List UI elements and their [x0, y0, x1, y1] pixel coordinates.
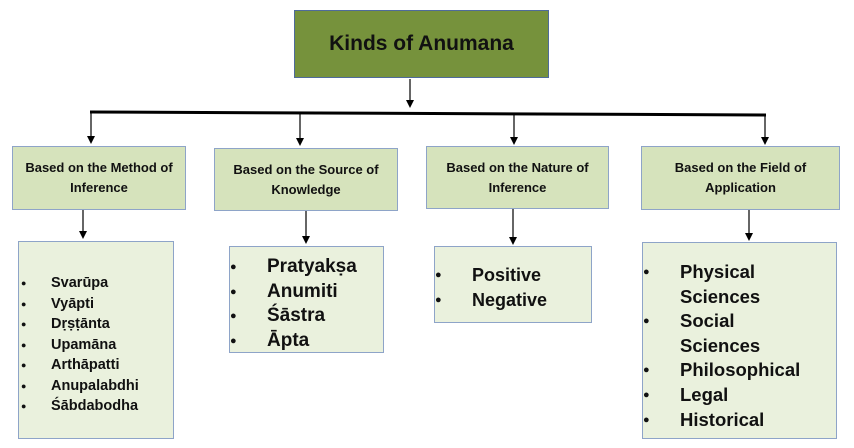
category-node-method: Based on the Method of Inference	[12, 146, 186, 210]
list-item: Positive	[435, 263, 547, 288]
list-item: Social Sciences	[643, 309, 800, 358]
list-item: Svarūpa	[21, 273, 139, 294]
category-label: Based on the Field of Application	[674, 160, 807, 195]
list-item-line: Social Sciences	[680, 310, 761, 356]
root-title: Kinds of Anumana	[329, 32, 514, 55]
list-item: Śāstra	[230, 304, 357, 329]
list-item: Anumiti	[230, 280, 357, 305]
items-list-source: Pratyakṣa Anumiti Śāstra Āpta	[229, 246, 384, 353]
items-list-method: Svarūpa Vyāpti Dṛṣṭānta Upamāna Arthāpat…	[18, 241, 174, 439]
list-item: Anupalabdhi	[21, 376, 139, 397]
category-label: Based on the Source of Knowledge	[233, 161, 379, 197]
category-label: Based on the Method of Inference	[25, 160, 173, 195]
root-node: Kinds of Anumana	[294, 10, 549, 78]
list-item: Negative	[435, 288, 547, 313]
category-node-source: Based on the Source of Knowledge	[214, 148, 398, 211]
list-item: Śābdabodha	[21, 396, 139, 417]
list-item: Dṛṣṭānta	[21, 314, 139, 335]
list-item: Pratyakṣa	[230, 255, 357, 280]
category-node-field: Based on the Field of Application	[641, 146, 840, 210]
list-item: Philosophical	[643, 358, 800, 383]
list-item-line: Physical Sciences	[680, 261, 761, 307]
list-item: Āpta	[230, 329, 357, 354]
list-item: Physical Sciences	[643, 260, 800, 309]
category-node-nature: Based on the Nature of Inference	[426, 146, 609, 209]
list-item: Vyāpti	[21, 294, 139, 315]
category-label: Based on the Nature of Inference	[446, 159, 589, 195]
items-list-field: Physical Sciences Social Sciences Philos…	[642, 242, 837, 439]
list-item: Upamāna	[21, 335, 139, 356]
list-item: Legal	[643, 383, 800, 408]
list-item: Arthāpatti	[21, 355, 139, 376]
items-list-nature: Positive Negative	[434, 246, 592, 323]
horizontal-bus-line	[89, 110, 767, 117]
list-item: Historical	[643, 408, 800, 433]
